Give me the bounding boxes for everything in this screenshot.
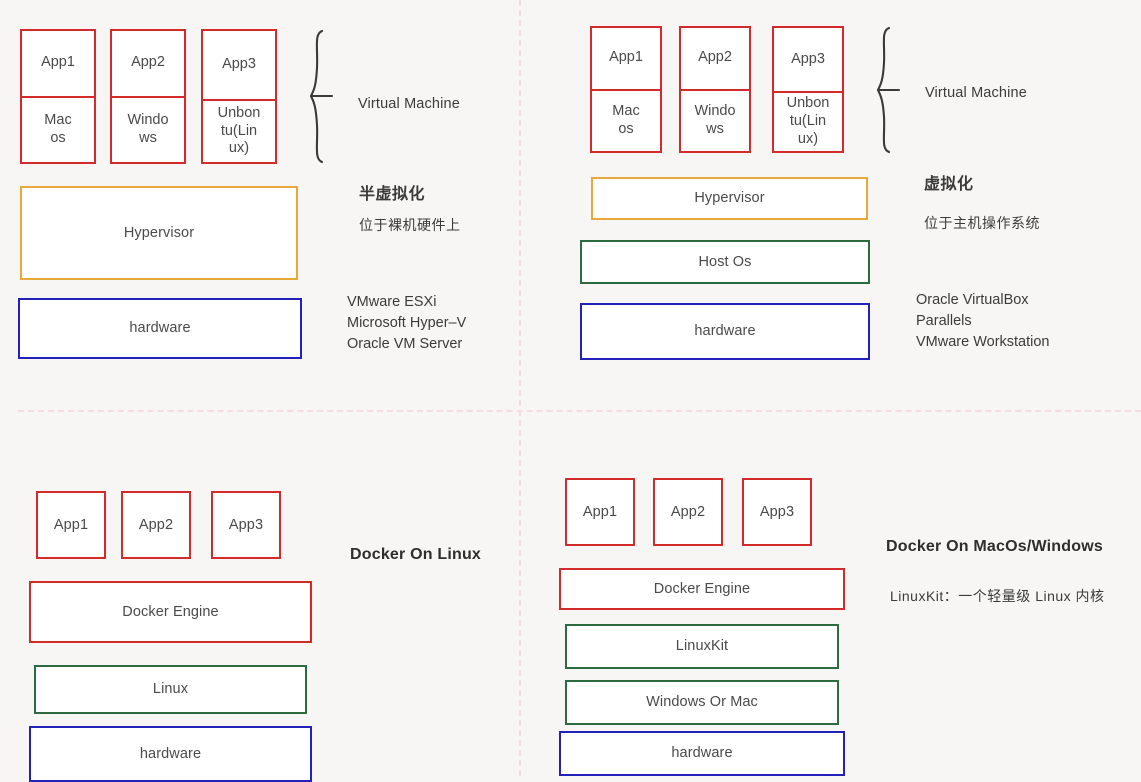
- vm-app-label: App2: [131, 54, 165, 71]
- brace-label-tl: Virtual Machine: [358, 96, 460, 112]
- vm-app-label: App1: [41, 54, 75, 71]
- quadrant-examples-tr: Oracle VirtualBox Parallels VMware Works…: [916, 292, 1050, 351]
- app-box-1-br: App1: [565, 478, 635, 546]
- vm-os-label: Mac os: [22, 95, 94, 163]
- vm-app-label: App3: [222, 56, 256, 73]
- brace-label-tr: Virtual Machine: [925, 85, 1027, 101]
- vm-os-label: Unbon tu(Lin ux): [774, 90, 842, 151]
- quadrant-title-tr: 虚拟化: [924, 176, 974, 193]
- quadrant-note-br: LinuxKit：一个轻量级 Linux 内核: [890, 588, 1105, 604]
- vm-os-label: Windo ws: [681, 88, 749, 152]
- app-box-3-bl: App3: [211, 491, 281, 559]
- layer-docker-engine-br: Docker Engine: [559, 568, 845, 610]
- quadrant-subtitle-tl: 位于裸机硬件上: [359, 217, 461, 233]
- vm-os-label: Windo ws: [112, 95, 184, 163]
- quadrant-examples-tl: VMware ESXi Microsoft Hyper–V Oracle VM …: [347, 294, 467, 353]
- vm-column-3-tl: App3 Unbon tu(Lin ux): [201, 29, 277, 164]
- layer-hardware-tr: hardware: [580, 303, 870, 360]
- layer-windows-or-mac-br: Windows Or Mac: [565, 680, 839, 725]
- quadrant-heading-br: Docker On MacOs/Windows: [886, 538, 1103, 555]
- layer-host-os-tr: Host Os: [580, 240, 870, 284]
- vm-column-1-tl: App1 Mac os: [20, 29, 96, 164]
- vm-os-label: Unbon tu(Lin ux): [203, 99, 275, 162]
- layer-hypervisor-tr: Hypervisor: [591, 177, 868, 220]
- vm-app-label: App3: [791, 50, 825, 67]
- layer-hypervisor-tl: Hypervisor: [20, 186, 298, 280]
- layer-linux-bl: Linux: [34, 665, 307, 714]
- quadrant-heading-bl: Docker On Linux: [350, 546, 482, 563]
- app-box-1-bl: App1: [36, 491, 106, 559]
- layer-linuxkit-br: LinuxKit: [565, 624, 839, 669]
- app-box-2-bl: App2: [121, 491, 191, 559]
- vm-column-1-tr: App1 Mac os: [590, 26, 662, 153]
- layer-docker-engine-bl: Docker Engine: [29, 581, 312, 643]
- virtual-machine-brace-tr: [877, 25, 911, 155]
- vm-app-label: App2: [698, 49, 732, 66]
- vertical-divider: [519, 0, 521, 776]
- app-box-2-br: App2: [653, 478, 723, 546]
- layer-hardware-bl: hardware: [29, 726, 312, 782]
- virtual-machine-brace-tl: [310, 28, 344, 165]
- vm-column-2-tr: App2 Windo ws: [679, 26, 751, 153]
- vm-column-3-tr: App3 Unbon tu(Lin ux): [772, 26, 844, 153]
- vm-os-label: Mac os: [592, 88, 660, 152]
- app-box-3-br: App3: [742, 478, 812, 546]
- vm-column-2-tl: App2 Windo ws: [110, 29, 186, 164]
- layer-hardware-tl: hardware: [18, 298, 302, 359]
- layer-hardware-br: hardware: [559, 731, 845, 776]
- quadrant-title-tl: 半虚拟化: [359, 186, 426, 203]
- quadrant-subtitle-tr: 位于主机操作系统: [924, 215, 1040, 231]
- horizontal-divider: [18, 410, 1141, 412]
- vm-app-label: App1: [609, 49, 643, 66]
